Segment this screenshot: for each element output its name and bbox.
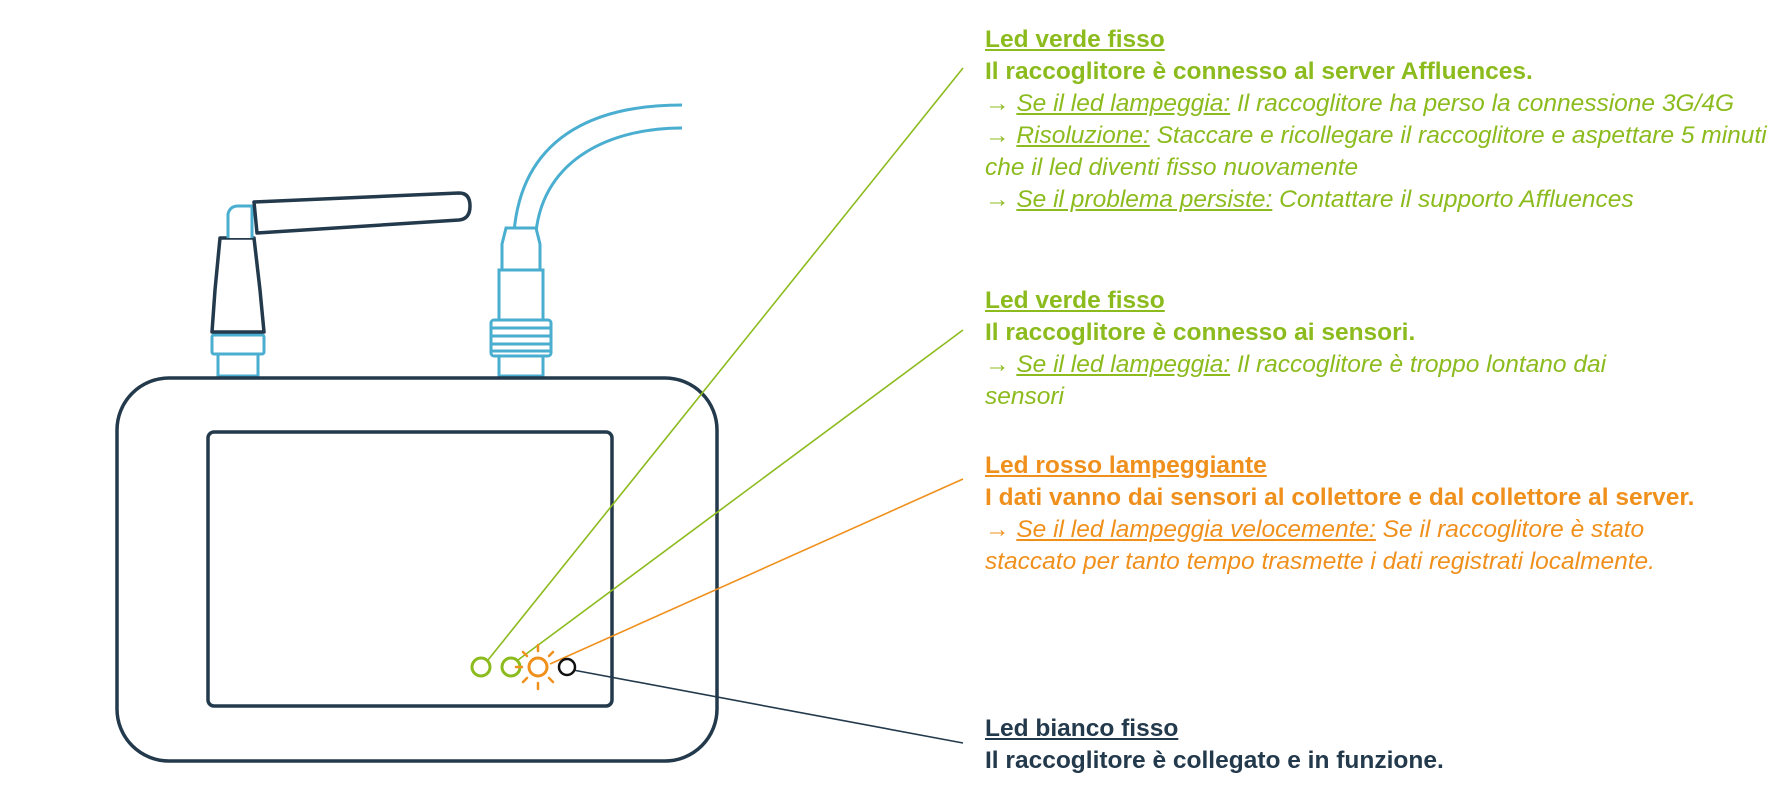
note-server-connection: Led verde fisso Il raccoglitore è connes…: [985, 24, 1775, 216]
note-sensor-connection: Led verde fisso Il raccoglitore è connes…: [985, 285, 1775, 413]
led-white-power: [557, 657, 577, 677]
leader-lines: [487, 67, 964, 744]
led-orange-blinking: [514, 643, 555, 691]
note-title: Led bianco fisso: [985, 715, 1179, 742]
blink-rays: [514, 643, 555, 691]
cable-wire: [534, 126, 683, 233]
note-line: → Se il problema persiste: Contattare il…: [985, 184, 1775, 216]
note-status: Il raccoglitore è connesso al server Aff…: [985, 58, 1533, 85]
led-green-server: [470, 656, 492, 678]
collector-front-panel: [206, 430, 614, 708]
note-line-label: Se il led lampeggia:: [1016, 90, 1231, 117]
antenna-base-ring: [210, 333, 266, 356]
note-line-text: Contattare il supporto Affluences: [1272, 186, 1634, 213]
note-data-transfer: Led rosso lampeggiante I dati vanno dai …: [985, 450, 1705, 578]
arrow-glyph: →: [985, 90, 1017, 117]
cable-wire: [512, 103, 683, 233]
note-line-text: Il raccoglitore ha perso la connessione …: [1230, 90, 1735, 117]
arrow-glyph: →: [985, 516, 1017, 543]
arrow-glyph: →: [985, 186, 1017, 213]
antenna-joint: [226, 204, 254, 238]
note-line-text: Se il raccoglitore è stato staccato per …: [985, 516, 1655, 575]
cable-plug-base: [497, 354, 545, 378]
note-power-status: Led bianco fisso Il raccoglitore è colle…: [985, 713, 1775, 777]
note-line: → Se il led lampeggia velocemente: Se il…: [985, 514, 1655, 578]
leader-line-sensors: [517, 329, 964, 661]
cable-plug-neck: [497, 268, 545, 322]
note-line-label: Se il led lampeggia velocemente:: [1016, 516, 1376, 543]
note-line-label: Se il led lampeggia:: [1016, 351, 1231, 378]
antenna-base-connector: [216, 350, 260, 378]
antenna-body: [210, 236, 266, 334]
note-line: → Se il led lampeggia: Il raccoglitore è…: [985, 349, 1675, 413]
note-line: → Risoluzione: Staccare e ricollegare il…: [985, 120, 1775, 184]
leader-line-power: [572, 669, 964, 744]
antenna-rod: [252, 191, 472, 235]
leader-line-server: [487, 67, 964, 661]
note-status: Il raccoglitore è collegato e in funzion…: [985, 747, 1444, 774]
note-status: I dati vanno dai sensori al collettore e…: [985, 484, 1695, 511]
leader-line-data: [549, 478, 964, 665]
note-line-label: Risoluzione:: [1016, 122, 1150, 149]
note-title: Led rosso lampeggiante: [985, 452, 1267, 479]
cable: [489, 103, 683, 378]
antenna: [210, 191, 472, 378]
cable-plug-cap: [500, 226, 542, 272]
note-title: Led verde fisso: [985, 287, 1165, 314]
note-line-text: Il raccoglitore è troppo lontano dai sen…: [985, 351, 1607, 410]
note-line: → Se il led lampeggia: Il raccoglitore h…: [985, 88, 1775, 120]
arrow-glyph: →: [985, 351, 1017, 378]
note-status: Il raccoglitore è connesso ai sensori.: [985, 319, 1416, 346]
note-line-label: Se il problema persiste:: [1016, 186, 1273, 213]
led-orange-ring: [527, 656, 549, 678]
note-line-text: Staccare e ricollegare il raccoglitore e…: [985, 122, 1767, 181]
arrow-glyph: →: [985, 122, 1017, 149]
note-title: Led verde fisso: [985, 26, 1165, 53]
